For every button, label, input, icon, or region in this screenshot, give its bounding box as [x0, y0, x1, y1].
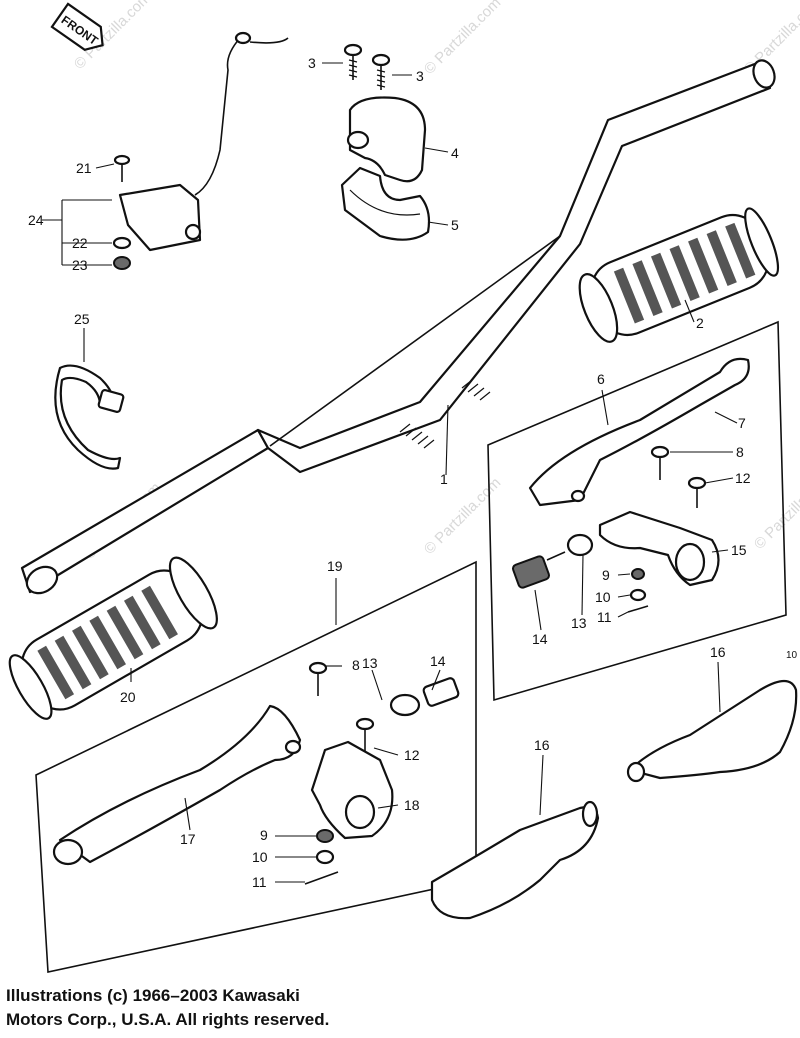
callout-7: 7 [738, 415, 746, 431]
callout-22: 22 [72, 235, 88, 251]
callout-labels: 3 3 4 5 21 24 22 23 25 2 6 7 8 12 1 15 9… [28, 55, 751, 890]
callout-1: 1 [440, 471, 448, 487]
handlebar-switch [112, 31, 289, 270]
left-grip [8, 556, 218, 720]
callout-5: 5 [451, 217, 459, 233]
callout-16a: 16 [710, 644, 726, 660]
knurl-marks [399, 379, 491, 449]
callout-8a: 8 [736, 444, 744, 460]
callout-19: 19 [327, 558, 343, 574]
callout-24: 24 [28, 212, 44, 228]
front-arrow-tag: FRONT [50, 2, 104, 51]
callout-15: 15 [731, 542, 747, 558]
copyright-notice: Illustrations (c) 1966–2003 Kawasaki Mot… [6, 984, 526, 1032]
callout-4: 4 [451, 145, 459, 161]
callout-11b: 11 [252, 874, 267, 890]
callout-6: 6 [597, 371, 605, 387]
watermark-5: © Partzilla.com [421, 474, 504, 557]
callout-18: 18 [404, 797, 420, 813]
callout-23: 23 [72, 257, 88, 273]
right-lever-assembly [487, 320, 787, 702]
callout-17: 17 [180, 831, 196, 847]
watermark-2: © Partzilla.com [421, 0, 504, 78]
callout-21: 21 [76, 160, 92, 176]
callout-11a: 11 [597, 609, 612, 625]
callout-20: 20 [120, 689, 136, 705]
callout-3a: 3 [308, 55, 316, 71]
callout-13b: 13 [362, 655, 378, 671]
callout-9b: 9 [260, 827, 268, 843]
left-lever-assembly [35, 560, 477, 973]
callout-16b: 16 [534, 737, 550, 753]
callout-8b: 8 [352, 657, 360, 673]
copyright-line-2: Motors Corp., U.S.A. All rights reserved… [6, 1010, 330, 1029]
callout-10a: 10 [595, 589, 611, 605]
clamp-screws [343, 43, 391, 90]
callout-14b: 14 [430, 653, 446, 669]
handlebar [20, 59, 776, 595]
upper-holder [346, 96, 427, 183]
callout-12b: 12 [404, 747, 420, 763]
lower-holder [340, 166, 431, 241]
callout-13a: 13 [571, 615, 587, 631]
copyright-line-1: Illustrations (c) 1966–2003 Kawasaki [6, 986, 300, 1005]
right-grip [578, 207, 780, 343]
callout-25: 25 [74, 311, 90, 327]
callout-14a: 14 [532, 631, 548, 647]
lever-covers [430, 679, 798, 920]
wire-band [54, 364, 125, 470]
edge-mark: 10 [786, 650, 798, 661]
callout-2: 2 [696, 315, 704, 331]
watermark-6: © Partzilla.com [751, 469, 800, 552]
callout-10b: 10 [252, 849, 268, 865]
leader-lines [42, 62, 738, 883]
callout-3b: 3 [416, 68, 424, 84]
callout-12a: 12 [735, 470, 751, 486]
callout-9a: 9 [602, 567, 610, 583]
